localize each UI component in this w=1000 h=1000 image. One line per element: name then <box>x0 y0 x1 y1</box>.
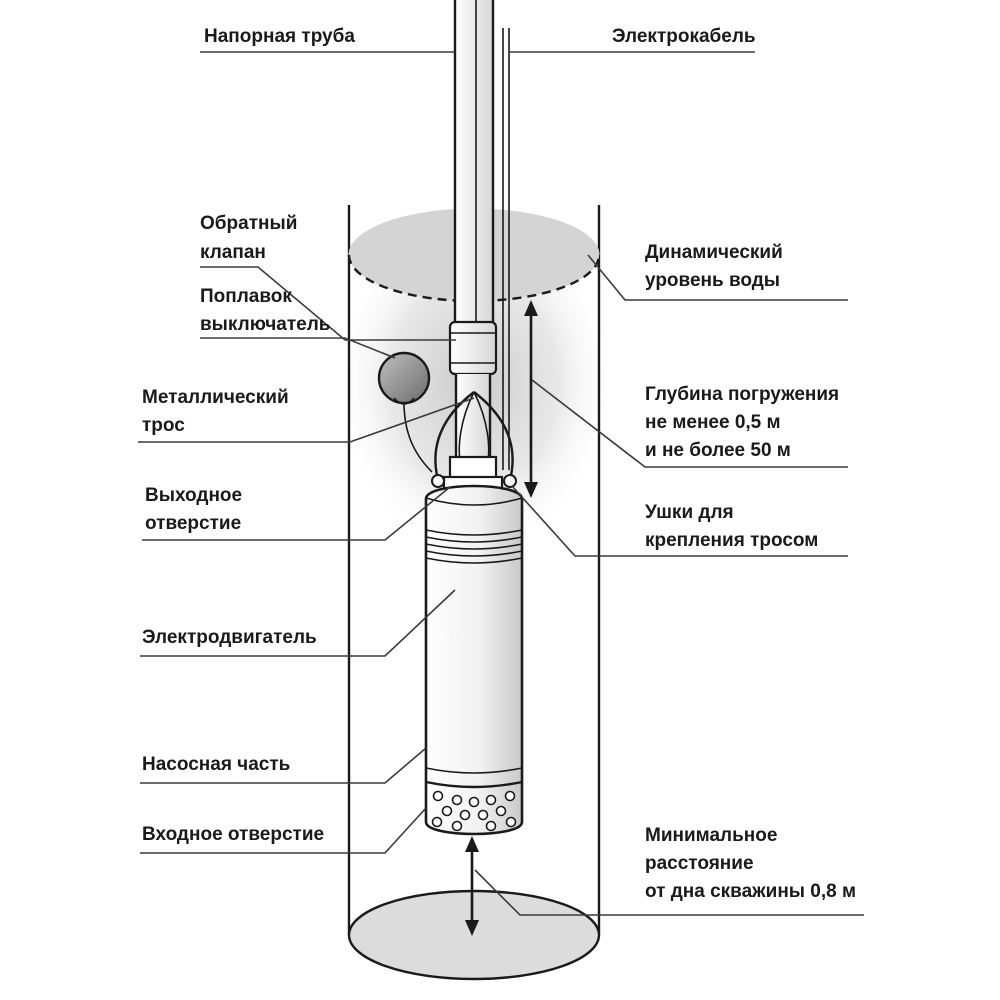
label-motor: Электродвигатель <box>142 627 317 648</box>
label-outlet-line2: отверстие <box>145 513 241 534</box>
label-float-switch-line2: выключатель <box>200 314 330 335</box>
label-depth-line2: не менее 0,5 м <box>645 412 781 433</box>
label-depth-line1: Глубина погружения <box>645 384 839 405</box>
immersion-depth-arrow <box>524 300 538 498</box>
connector-pipe <box>454 374 492 459</box>
label-pressure-pipe: Напорная труба <box>204 26 355 47</box>
bottom-distance-arrow <box>465 836 479 936</box>
label-check-valve-line2: клапан <box>200 242 266 263</box>
pressure-pipe <box>453 0 495 322</box>
well-casing <box>347 205 601 981</box>
pump-body <box>424 484 524 836</box>
check-valve <box>448 320 498 376</box>
label-eyelets-line1: Ушки для <box>645 502 734 523</box>
power-cable <box>502 28 510 470</box>
label-outlet-line1: Выходное <box>145 485 242 506</box>
mounting-eyelets <box>431 474 517 488</box>
label-metal-cable-line1: Металлический <box>142 387 289 408</box>
label-dynamic-level-line1: Динамический <box>645 242 783 263</box>
float-switch <box>377 351 433 473</box>
label-inlet: Входное отверстие <box>142 824 324 845</box>
labels: Напорная труба Электрокабель Обратный кл… <box>142 26 856 902</box>
label-pump-part: Насосная часть <box>142 754 290 775</box>
label-check-valve-line1: Обратный <box>200 213 297 234</box>
label-depth-line3: и не более 50 м <box>645 440 791 461</box>
body-ribs <box>425 529 523 564</box>
leader-lines <box>138 51 864 916</box>
label-dynamic-level-line2: уровень воды <box>645 270 780 291</box>
label-power-cable: Электрокабель <box>612 26 756 47</box>
label-min-distance-line1: Минимальное <box>645 825 777 846</box>
inlet-holes <box>431 790 517 832</box>
label-eyelets-line2: крепления тросом <box>645 530 818 551</box>
label-metal-cable-line2: трос <box>142 415 185 436</box>
label-min-distance-line2: расстояние <box>645 853 754 874</box>
well-bottom <box>347 889 601 981</box>
label-min-distance-line3: от дна скважины 0,8 м <box>645 881 856 902</box>
label-float-switch-line1: Поплавок <box>200 286 292 307</box>
